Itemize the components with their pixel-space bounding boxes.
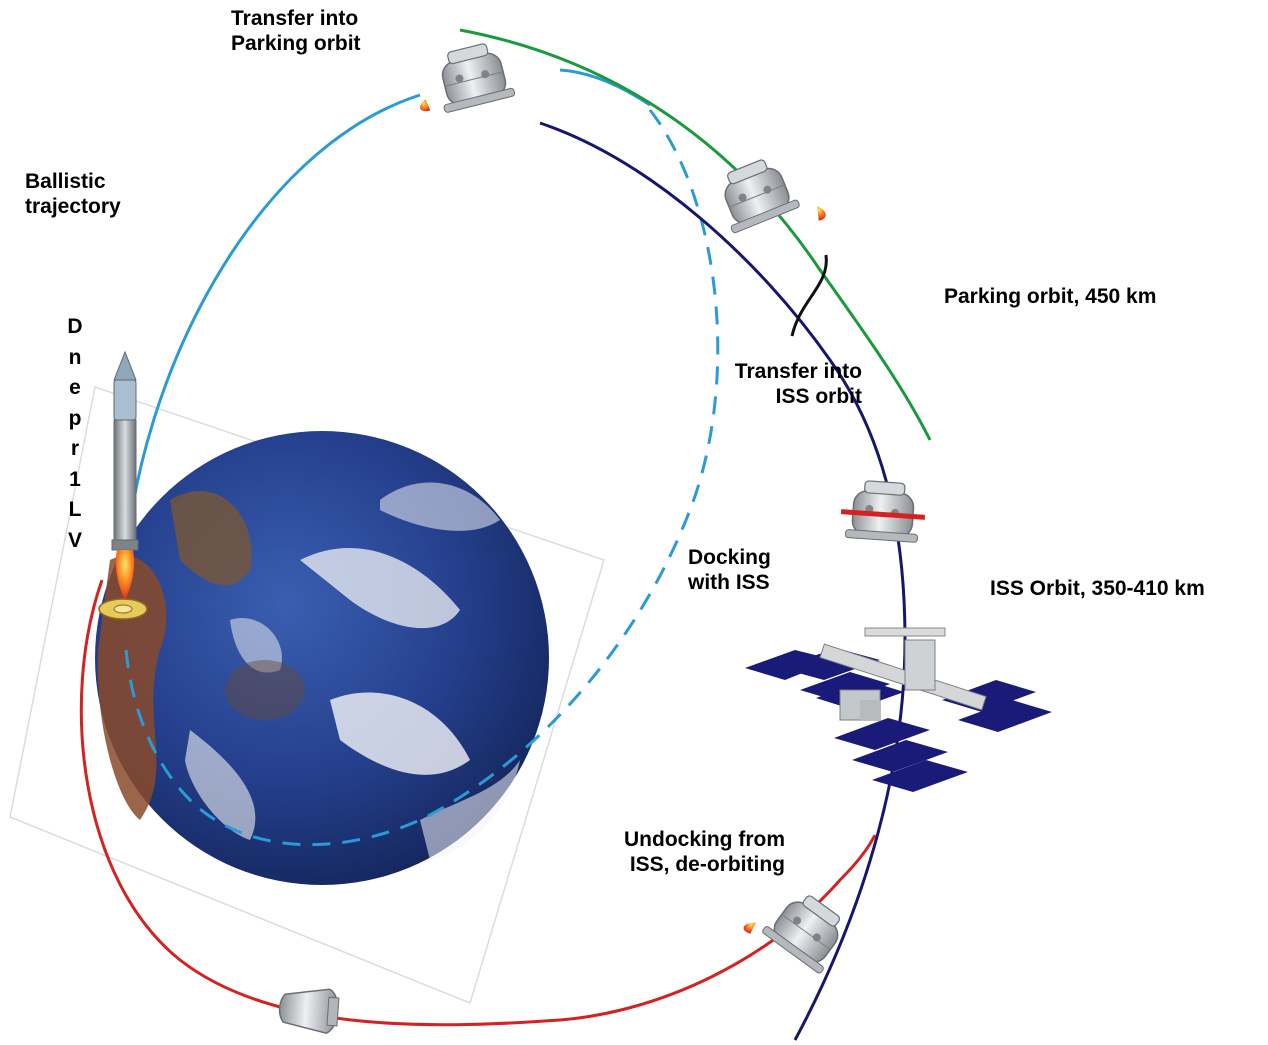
label-ballistic-line1: Ballistic — [25, 170, 106, 193]
dashed-return-orbit — [124, 109, 720, 847]
transfer-iss-path — [790, 254, 828, 337]
label-launch-vehicle: D n e p r 1 L V — [60, 312, 90, 556]
lv-letter: V — [67, 528, 82, 552]
label-parking-orbit: Parking orbit, 450 km — [944, 285, 1157, 308]
label-ballistic-line2: trajectory — [25, 195, 121, 218]
lv-letter: 1 — [69, 467, 81, 491]
label-docking-line2: with ISS — [688, 571, 770, 594]
lv-letter: p — [68, 406, 82, 430]
lv-letter: e — [69, 376, 81, 399]
label-docking-line1: Docking — [688, 546, 771, 569]
launch-vehicle — [98, 350, 148, 620]
descent-capsule — [278, 988, 340, 1034]
spacecraft-undocking — [743, 884, 855, 975]
lv-letter: D — [67, 315, 83, 338]
label-transfer-iss-line1: Transfer into — [734, 360, 862, 383]
label-transfer-parking: Transfer into Parking orbit — [231, 6, 361, 56]
label-transfer-parking-line2: Parking orbit — [231, 32, 361, 55]
label-docking: Docking with ISS — [688, 545, 771, 595]
ballistic-trajectory-end — [559, 68, 651, 107]
label-undocking: Undocking from ISS, de-orbiting — [575, 827, 785, 877]
ballistic-trajectory-path — [124, 93, 421, 561]
label-transfer-parking-line1: Transfer into — [231, 7, 359, 30]
iss-station — [745, 627, 1052, 792]
label-transfer-iss: Transfer into ISS orbit — [700, 359, 862, 409]
label-undocking-line2: ISS, de-orbiting — [629, 853, 785, 876]
spacecraft-iss-approach — [840, 478, 926, 544]
label-iss-orbit: ISS Orbit, 350-410 km — [990, 577, 1205, 600]
earth-globe — [95, 431, 549, 885]
lv-letter: r — [70, 437, 80, 460]
parking-orbit-path — [459, 28, 932, 441]
spacecraft-parking-orbit — [710, 152, 826, 235]
lv-letter: n — [68, 345, 82, 369]
label-undocking-line1: Undocking from — [624, 828, 785, 851]
label-ballistic: Ballistic trajectory — [25, 169, 121, 219]
spacecraft-transfer-parking — [420, 38, 516, 114]
label-transfer-iss-line2: ISS orbit — [775, 385, 862, 408]
lv-letter: L — [68, 498, 82, 521]
